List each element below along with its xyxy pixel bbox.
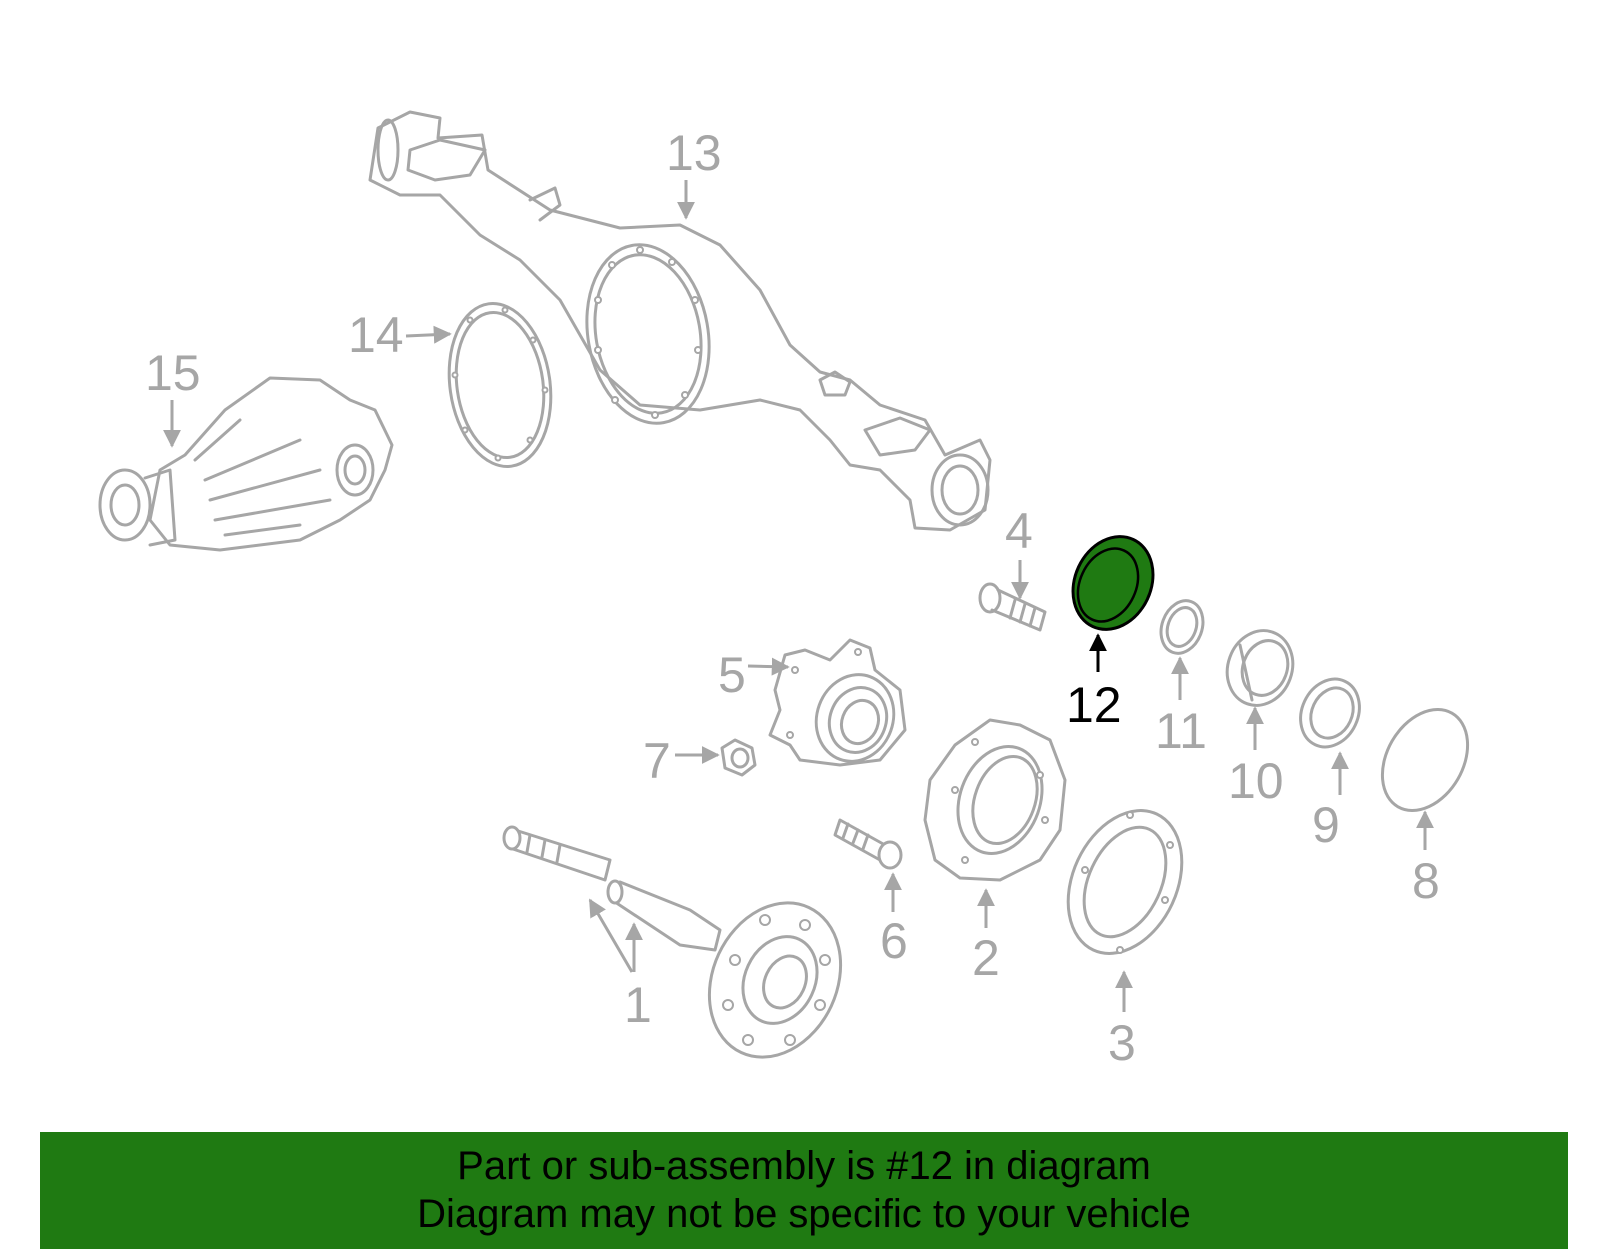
callout-15: 15 xyxy=(145,345,201,448)
callout-9: 9 xyxy=(1312,751,1349,853)
part-10-bearing xyxy=(1225,629,1295,707)
svg-text:8: 8 xyxy=(1412,853,1440,909)
svg-text:10: 10 xyxy=(1228,753,1284,809)
banner-line-2: Diagram may not be specific to your vehi… xyxy=(417,1192,1191,1236)
part-11-snap-ring xyxy=(1159,599,1205,655)
part-15-differential xyxy=(98,376,394,552)
part-5-hub xyxy=(768,638,907,767)
part-1-axle-shaft xyxy=(502,825,843,1059)
callout-2: 2 xyxy=(972,888,1000,986)
svg-text:13: 13 xyxy=(666,125,722,181)
svg-text:4: 4 xyxy=(1005,503,1033,559)
banner-line-1: Part or sub-assembly is #12 in diagram xyxy=(457,1144,1151,1188)
svg-text:5: 5 xyxy=(718,647,746,703)
svg-text:6: 6 xyxy=(880,913,908,969)
svg-text:3: 3 xyxy=(1108,1015,1136,1071)
part-9-retainer xyxy=(1299,677,1361,749)
svg-text:15: 15 xyxy=(145,345,201,401)
svg-text:11: 11 xyxy=(1155,703,1207,759)
callout-13: 13 xyxy=(666,125,722,220)
callout-8: 8 xyxy=(1412,810,1440,909)
callout-10: 10 xyxy=(1228,706,1284,809)
info-banner: Part or sub-assembly is #12 in diagram D… xyxy=(40,1132,1568,1249)
part-3-gasket xyxy=(1066,809,1184,955)
svg-text:9: 9 xyxy=(1312,797,1340,853)
callout-14: 14 xyxy=(348,307,452,363)
part-6-stud-bolt xyxy=(833,818,903,870)
callout-1: 1 xyxy=(588,898,652,1033)
callout-7: 7 xyxy=(643,733,720,789)
svg-text:7: 7 xyxy=(643,733,671,789)
callout-12: 12 xyxy=(1066,633,1122,733)
part-8-o-ring xyxy=(1380,708,1470,812)
callout-3: 3 xyxy=(1108,970,1136,1071)
svg-text:2: 2 xyxy=(972,930,1000,986)
svg-text:12: 12 xyxy=(1066,677,1122,733)
callout-5: 5 xyxy=(718,647,790,703)
part-14-gasket xyxy=(447,302,553,468)
part-13-axle-housing xyxy=(368,110,992,532)
svg-text:14: 14 xyxy=(348,307,404,363)
svg-text:1: 1 xyxy=(624,977,652,1033)
callout-6: 6 xyxy=(880,872,908,969)
callout-11: 11 xyxy=(1155,656,1207,759)
callout-4: 4 xyxy=(1005,503,1033,600)
part-12-oil-seal-highlighted xyxy=(1071,535,1155,631)
part-7-nut xyxy=(720,738,757,777)
part-4-bolt xyxy=(978,582,1047,632)
part-2-backing-plate xyxy=(923,718,1067,882)
